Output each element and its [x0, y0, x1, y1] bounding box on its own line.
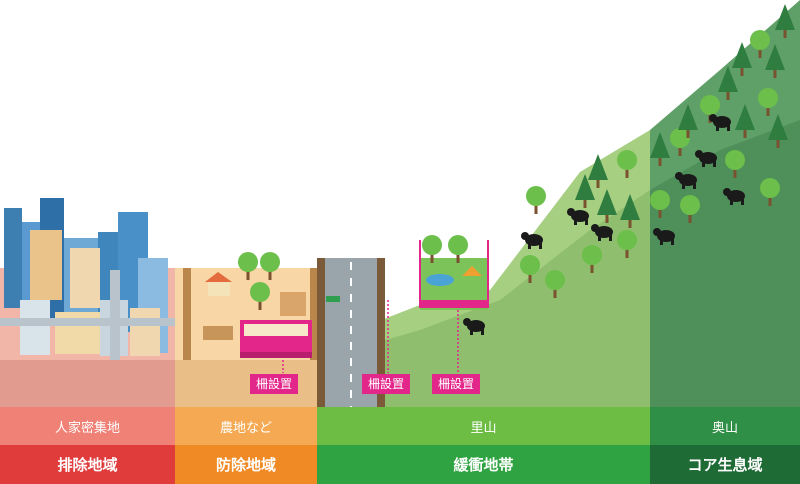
round-tree-icon — [448, 235, 468, 263]
round-tree-icon — [750, 30, 770, 58]
fence-tag-satoyama: 柵設置 — [432, 374, 481, 394]
city-buildings — [0, 198, 175, 360]
bear-icon — [709, 114, 731, 131]
landscape-illustration — [0, 0, 800, 407]
bear-icon — [675, 172, 697, 189]
round-tree-icon — [725, 150, 745, 178]
pine-tree-icon — [768, 114, 788, 148]
zone-name-buffer: 緩衝地帯 — [317, 445, 650, 484]
pine-tree-icon — [678, 104, 698, 138]
bear-icon — [723, 188, 745, 205]
round-tree-icon — [617, 150, 637, 178]
zone-name-core-habitat: コア生息域 — [650, 445, 800, 484]
pine-tree-icon — [620, 194, 640, 228]
round-tree-icon — [545, 270, 565, 298]
bear-icon — [695, 150, 717, 167]
zone-label-residential: 人家密集地 — [0, 407, 175, 445]
pine-tree-icon — [735, 104, 755, 138]
pine-tree-icon — [588, 154, 608, 188]
round-tree-icon — [260, 252, 280, 280]
zone-name-exclusion: 排除地域 — [0, 445, 175, 484]
round-tree-icon — [650, 190, 670, 218]
bear-icon — [521, 232, 543, 249]
pine-tree-icon — [718, 66, 738, 100]
pine-tree-icon — [775, 4, 795, 38]
bears — [463, 114, 745, 335]
round-tree-icon — [758, 88, 778, 116]
pine-tree-icon — [597, 189, 617, 223]
pine-tree-icon — [732, 42, 752, 76]
zone-label-okuyama: 奥山 — [650, 407, 800, 445]
pine-tree-icon — [765, 44, 785, 78]
round-tree-icon — [760, 178, 780, 206]
fenced-field — [419, 240, 489, 310]
zone-name-prevention: 防除地域 — [175, 445, 317, 484]
round-tree-icon — [526, 186, 546, 214]
pine-tree-icon — [575, 174, 595, 208]
bear-icon — [567, 208, 589, 225]
satoyama-lower — [317, 190, 650, 407]
farm-area — [183, 268, 318, 360]
zone-label-satoyama: 里山 — [317, 407, 650, 445]
zone-label-farmland: 農地など — [175, 407, 317, 445]
round-tree-icon — [238, 252, 258, 280]
city-base — [0, 360, 175, 407]
fence-tag-farm: 柵設置 — [250, 374, 299, 394]
fence-tag-road: 柵設置 — [362, 374, 411, 394]
trees — [238, 4, 795, 310]
round-tree-icon — [250, 282, 270, 310]
round-tree-icon — [582, 245, 602, 273]
round-tree-icon — [680, 195, 700, 223]
pine-tree-icon — [650, 132, 670, 166]
round-tree-icon — [422, 235, 442, 263]
round-tree-icon — [670, 128, 690, 156]
bear-icon — [591, 224, 613, 241]
round-tree-icon — [520, 255, 540, 283]
round-tree-icon — [617, 230, 637, 258]
bear-icon — [653, 228, 675, 245]
bear-icon — [463, 318, 485, 335]
